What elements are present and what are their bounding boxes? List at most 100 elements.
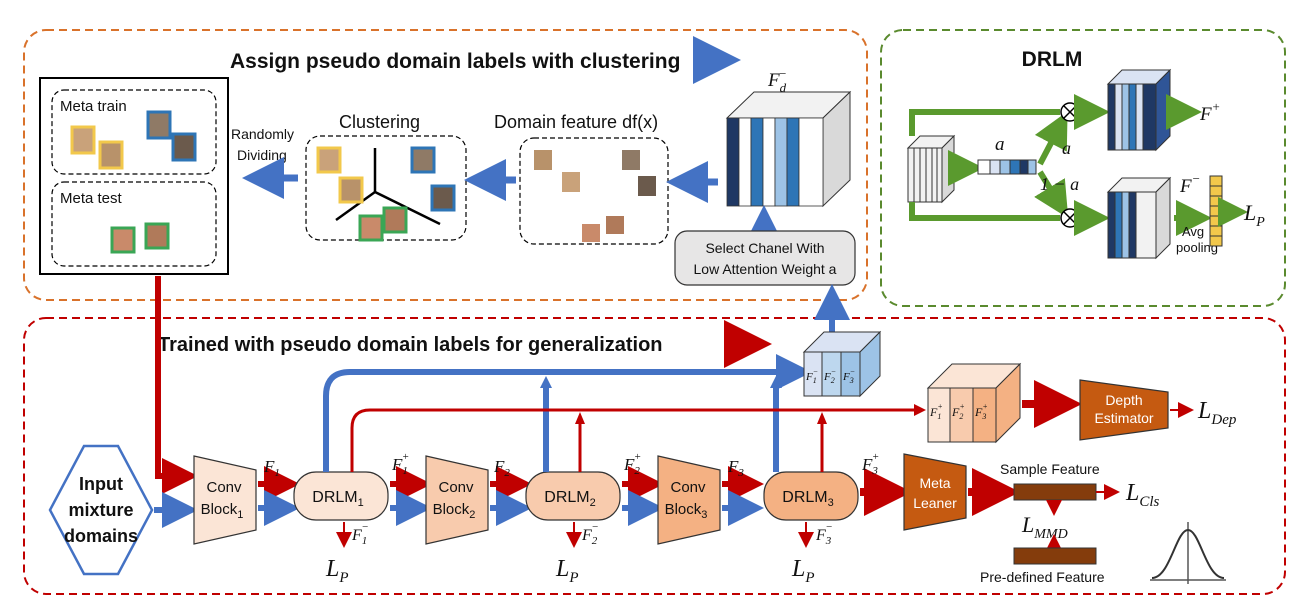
avg-label: Avg — [1182, 224, 1204, 239]
conv-block-2-line1: Conv — [438, 479, 474, 496]
conv-block-2-line2: Block2 — [433, 501, 476, 521]
drlm-3 — [763, 471, 859, 521]
f3-minus-label: F3− — [815, 521, 833, 547]
a-up-arrow — [1034, 111, 1068, 166]
clustered-faces — [316, 146, 456, 242]
f1-minus-label: F1− — [351, 521, 369, 547]
input-hexagon — [48, 444, 154, 576]
meta-test-label: Meta test — [60, 190, 123, 207]
f-minus-stack-cube — [802, 330, 882, 398]
cube-f1-minus: F1− — [805, 367, 818, 385]
meta-leaner — [903, 453, 967, 531]
drlm-green-paths — [909, 109, 1060, 221]
f-plus-stack-cube — [926, 362, 1022, 444]
red-to-depth-cube-head — [914, 404, 926, 416]
l-dep-label: LDep — [1197, 398, 1237, 428]
red-fplus-paths — [350, 408, 916, 472]
sample-feature-bar — [1013, 483, 1097, 501]
red-up-3-head — [817, 412, 827, 424]
drlm2-lp-label: LP — [555, 556, 579, 586]
pooled-vector — [1209, 175, 1223, 247]
conv-block-3 — [657, 455, 721, 545]
cube-f2-plus: F2+ — [951, 402, 965, 421]
drlm-panel-title: DRLM — [1022, 48, 1083, 71]
domain-feature-label: Domain feature df(x) — [494, 112, 658, 132]
drlm-2 — [525, 471, 621, 521]
domain-faces — [534, 150, 656, 242]
gaussian-curve-icon — [1150, 522, 1226, 584]
drlm-input-cube — [906, 134, 956, 204]
conv-block-2 — [425, 455, 489, 545]
fd-label: Fd− — [767, 66, 787, 95]
depth-estimator — [1079, 379, 1169, 441]
blue-up-2-head — [540, 376, 552, 388]
depth-line1: Depth — [1105, 392, 1142, 408]
drlm-1 — [293, 471, 389, 521]
meta-train-faces — [70, 110, 197, 170]
meta-leaner-line2: Leaner — [913, 495, 957, 511]
drlm-a-label: a — [995, 134, 1005, 155]
f3-plus-label: F3+ — [861, 451, 879, 477]
drlm1-lp-label: LP — [325, 556, 349, 586]
f1-plus-label: F1+ — [391, 451, 409, 477]
depth-line2: Estimator — [1094, 410, 1153, 426]
predefined-feature-bar — [1013, 547, 1097, 565]
bottom-panel-title: Trained with pseudo domain labels for ge… — [158, 334, 663, 356]
drlm-lp-label: LP — [1243, 200, 1265, 230]
meta-leaner-line1: Meta — [919, 475, 950, 491]
predefined-feature-label: Pre-defined Feature — [980, 569, 1105, 585]
a-down-arrow — [1034, 170, 1069, 219]
clustering-label: Clustering — [339, 112, 420, 132]
drlm-1-label: DRLM1 — [312, 489, 363, 509]
f2-label: F2 — [493, 457, 510, 479]
select-channel-box[interactable] — [674, 230, 856, 286]
bottom-panel-border — [23, 317, 1286, 595]
dividing-label: Dividing — [237, 147, 287, 163]
meta-train-box — [51, 89, 217, 175]
f-plus-label: F+ — [1199, 99, 1220, 125]
input-line1: Input — [79, 474, 123, 494]
pooling-label: pooling — [1176, 240, 1218, 255]
f-minus-label: F− — [1179, 171, 1200, 197]
top-panel-title: Assign pseudo domain labels with cluster… — [230, 50, 680, 73]
select-channel-line2: Low Attention Weight a — [694, 261, 837, 277]
select-channel-line1: Select Chanel With — [705, 240, 824, 256]
f2-minus-label: F2− — [581, 521, 599, 547]
sample-feature-label: Sample Feature — [1000, 461, 1100, 477]
drlm-3-label: DRLM3 — [782, 489, 833, 509]
multiply-bottom-icon — [1060, 208, 1080, 228]
meta-to-conv-red-path — [155, 276, 198, 494]
input-line3: domains — [64, 526, 138, 546]
conv-block-1-line1: Conv — [206, 479, 242, 496]
l-mmd-label: LMMD — [1021, 512, 1068, 542]
drlm3-lp-label: LP — [791, 556, 815, 586]
meta-test-box — [51, 181, 217, 267]
conv-block-3-line2: Block3 — [665, 501, 708, 521]
fd-minus-cube — [725, 90, 852, 208]
f-plus-cube — [1106, 68, 1172, 152]
f-minus-cube — [1106, 176, 1172, 260]
cube-f1-plus: F1+ — [929, 402, 943, 421]
conv-block-1-line2: Block1 — [201, 501, 244, 521]
a-weight-label: a — [1062, 138, 1071, 158]
attention-vector — [977, 159, 1037, 175]
blue-fminus-paths — [323, 369, 784, 472]
input-line2: mixture — [68, 500, 133, 520]
multiply-top-icon — [1060, 102, 1080, 122]
cube-f3-minus: F3− — [842, 367, 855, 385]
conv-block-3-line1: Conv — [670, 479, 706, 496]
drlm-2-label: DRLM2 — [544, 489, 595, 509]
cube-f2-minus: F2− — [823, 367, 836, 385]
blue-up-3-head — [770, 376, 782, 388]
meta-train-label: Meta train — [60, 98, 127, 115]
f1-label: F1 — [263, 457, 280, 479]
randomly-label: Randomly — [231, 126, 294, 142]
l-cls-label: LCls — [1125, 480, 1160, 510]
meta-test-faces — [110, 222, 170, 254]
one-minus-a-label: 1 − a — [1040, 174, 1079, 194]
drlm-panel-border — [880, 29, 1286, 307]
conv-block-1 — [193, 455, 257, 545]
cube-f3-plus: F3+ — [974, 402, 988, 421]
red-up-2-head — [575, 412, 585, 424]
